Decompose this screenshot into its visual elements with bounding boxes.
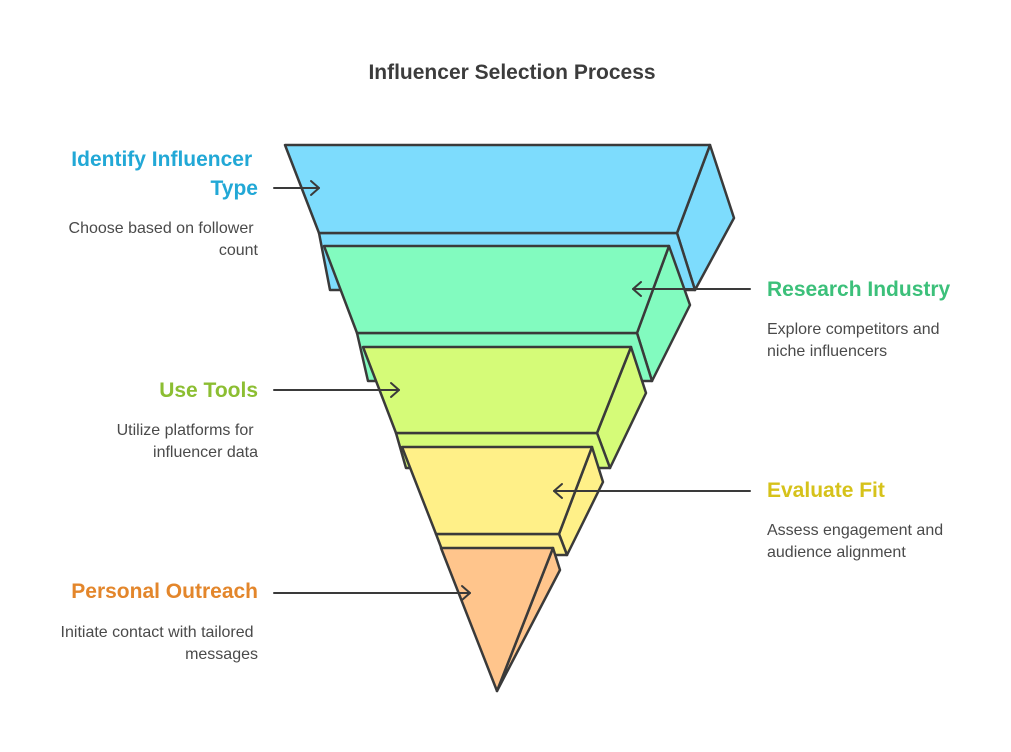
arrow-identify: [273, 180, 320, 196]
funnel-layer-outreach-front: [439, 546, 555, 693]
funnel-layer-evaluate-front: [400, 445, 594, 536]
step-identify-title-line: Identify Influencer: [71, 148, 252, 171]
funnel-layer-evaluate: [400, 445, 605, 557]
step-identify-description: Choose based on follower count: [69, 220, 259, 259]
step-research-desc-line: Explore competitors and: [767, 321, 940, 338]
step-outreach-desc-line: messages: [185, 646, 258, 663]
arrow-tools: [273, 382, 400, 398]
arrow-research: [632, 281, 751, 297]
step-tools-desc-line: Utilize platforms for: [117, 422, 255, 439]
diagram-title: Influencer Selection Process: [368, 61, 655, 84]
step-research-title-line: Research Industry: [767, 278, 951, 301]
step-tools-title-line: Use Tools: [159, 379, 258, 402]
step-outreach-title: Personal Outreach: [71, 580, 258, 603]
funnel-layer-research-front: [322, 244, 671, 335]
funnel-layer-research: [322, 244, 692, 383]
step-tools-desc-line: influencer data: [153, 444, 258, 461]
funnel-layer-identify-front: [283, 143, 712, 235]
step-outreach-description: Initiate contact with tailored messages: [61, 624, 258, 663]
arrow-outreach: [273, 585, 471, 601]
step-identify-title: Identify Influencer Type: [71, 148, 258, 200]
step-tools-description: Utilize platforms for influencer data: [117, 422, 258, 461]
step-tools-title: Use Tools: [159, 379, 258, 402]
funnel-layer-outreach: [439, 546, 562, 693]
step-identify-desc-line: count: [219, 242, 259, 259]
funnel-layer-tools-front: [361, 345, 633, 435]
step-research-desc-line: niche influencers: [767, 343, 887, 360]
step-identify-desc-line: Choose based on follower: [69, 220, 255, 237]
step-identify-title-line: Type: [211, 177, 258, 200]
step-evaluate-desc-line: Assess engagement and: [767, 522, 943, 539]
step-evaluate-desc-line: audience alignment: [767, 544, 906, 561]
step-research-title: Research Industry: [767, 278, 951, 301]
step-outreach-desc-line: Initiate contact with tailored: [61, 624, 254, 641]
step-research-description: Explore competitors and niche influencer…: [767, 321, 944, 360]
step-evaluate-description: Assess engagement and audience alignment: [767, 522, 948, 561]
arrow-evaluate: [553, 483, 751, 499]
step-outreach-title-line: Personal Outreach: [71, 580, 258, 603]
step-evaluate-title: Evaluate Fit: [767, 479, 885, 502]
step-evaluate-title-line: Evaluate Fit: [767, 479, 885, 502]
